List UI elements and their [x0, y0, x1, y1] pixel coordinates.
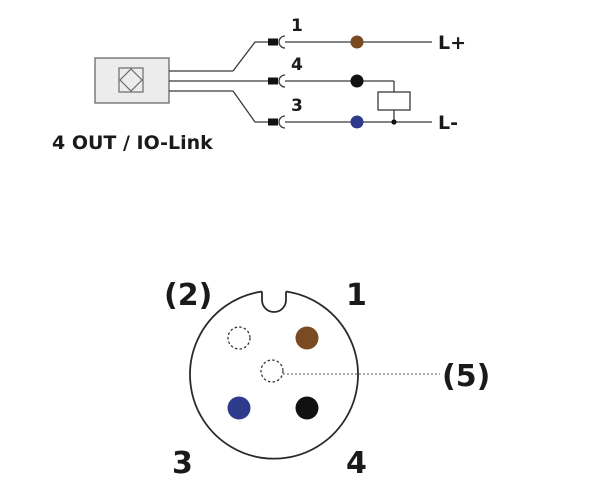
connector-pin-1: [295, 326, 319, 350]
sensor-symbol-square: [118, 67, 144, 93]
connector-label-pin-2: (2): [164, 278, 212, 313]
connector-pin-4: [295, 396, 319, 420]
connector-pin-3: [227, 396, 251, 420]
pin-number-3: 3: [291, 96, 303, 116]
connector-outline: [189, 290, 359, 460]
connector-pin-2: [227, 326, 251, 350]
sensor-body: [94, 57, 170, 104]
connector-label-pin-5: (5): [442, 359, 490, 394]
sensor-symbol-diamond: [119, 68, 143, 92]
connector-pin-5: [260, 359, 284, 383]
pin-number-4: 4: [291, 55, 303, 75]
terminal-plug-4: [268, 77, 278, 85]
rail-label-negative: L-: [438, 112, 458, 134]
sensor-caption: 4 OUT / IO-Link: [52, 132, 213, 154]
terminal-plug-3: [268, 118, 278, 126]
wire-color-brown: [350, 35, 364, 49]
terminal-socket-3: [278, 115, 286, 129]
cable-bundle: [169, 41, 268, 123]
terminal-plug-1: [268, 38, 278, 46]
sensor-housing: [94, 57, 170, 104]
pin-number-1: 1: [291, 16, 303, 36]
wire-color-blue: [350, 115, 364, 129]
terminal-socket-1: [278, 35, 286, 49]
load-resistor: [377, 91, 411, 111]
junction-dot: [391, 119, 397, 125]
connector-label-pin-4: 4: [346, 446, 367, 481]
connector-face: [189, 290, 440, 460]
connector-label-pin-1: 1: [346, 278, 367, 313]
connector-label-pin-3: 3: [172, 446, 193, 481]
rail-label-positive: L+: [438, 32, 466, 54]
coding-key: [261, 291, 287, 313]
output-wires: [285, 41, 432, 125]
terminal-socket-4: [278, 74, 286, 88]
pin-terminals: [268, 35, 286, 129]
wire-color-black: [350, 74, 364, 88]
